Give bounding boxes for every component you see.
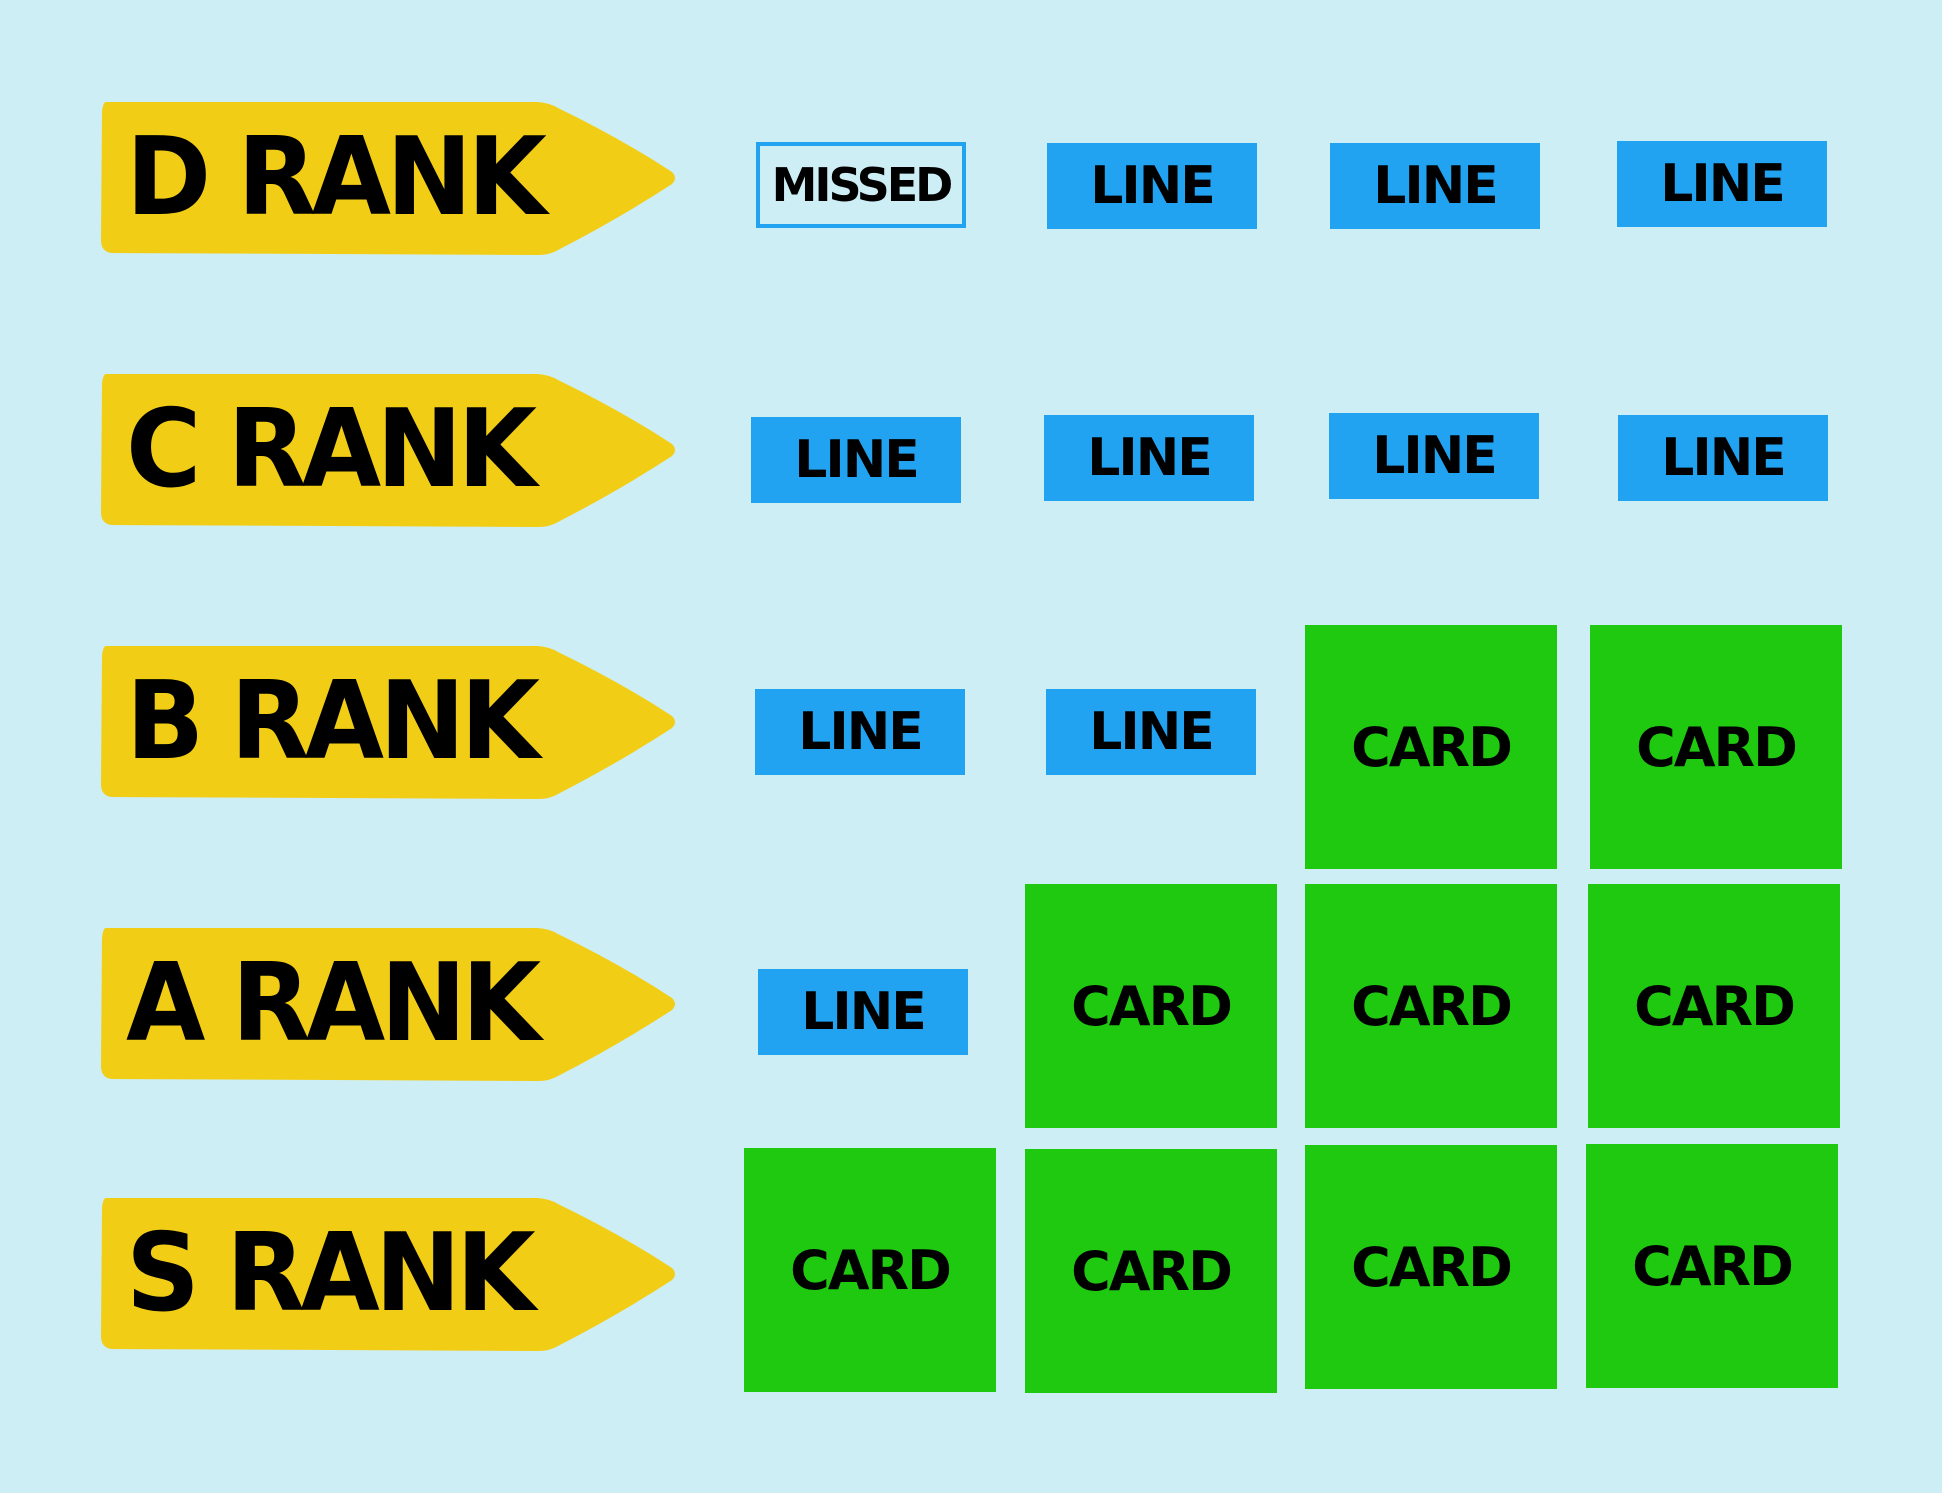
rank-banner-s: S RANK bbox=[100, 1196, 678, 1352]
rank-banner-a: A RANK bbox=[100, 926, 678, 1082]
card-tile: CARD bbox=[1305, 1145, 1557, 1389]
rank-banner-b: B RANK bbox=[100, 644, 678, 800]
line-tile: LINE bbox=[1046, 689, 1256, 775]
line-tile: LINE bbox=[1329, 413, 1539, 499]
line-tile: LINE bbox=[1044, 415, 1254, 501]
rank-label: C RANK bbox=[126, 387, 537, 512]
rank-label: D RANK bbox=[126, 115, 547, 240]
rank-banner-c: C RANK bbox=[100, 372, 678, 528]
line-tile: LINE bbox=[1047, 143, 1257, 229]
line-tile: LINE bbox=[758, 969, 968, 1055]
card-tile: CARD bbox=[1305, 884, 1557, 1128]
banner-arrow-shape bbox=[101, 1198, 675, 1351]
rank-banner-d: D RANK bbox=[100, 100, 678, 256]
line-tile: LINE bbox=[1330, 143, 1540, 229]
card-tile: CARD bbox=[1588, 884, 1840, 1128]
missed-tile: MISSED bbox=[756, 142, 966, 228]
banner-arrow-shape bbox=[101, 374, 675, 527]
rank-label: S RANK bbox=[126, 1211, 536, 1336]
card-tile: CARD bbox=[1586, 1144, 1838, 1388]
card-tile: CARD bbox=[1025, 884, 1277, 1128]
card-tile: CARD bbox=[1305, 625, 1557, 869]
card-tile: CARD bbox=[744, 1148, 996, 1392]
line-tile: LINE bbox=[1618, 415, 1828, 501]
rank-label: B RANK bbox=[126, 659, 540, 784]
card-tile: CARD bbox=[1025, 1149, 1277, 1393]
banner-arrow-shape bbox=[101, 102, 675, 255]
banner-arrow-shape bbox=[101, 928, 675, 1081]
banner-arrow-shape bbox=[101, 646, 675, 799]
line-tile: LINE bbox=[751, 417, 961, 503]
card-tile: CARD bbox=[1590, 625, 1842, 869]
line-tile: LINE bbox=[755, 689, 965, 775]
line-tile: LINE bbox=[1617, 141, 1827, 227]
rank-label: A RANK bbox=[126, 941, 541, 1066]
